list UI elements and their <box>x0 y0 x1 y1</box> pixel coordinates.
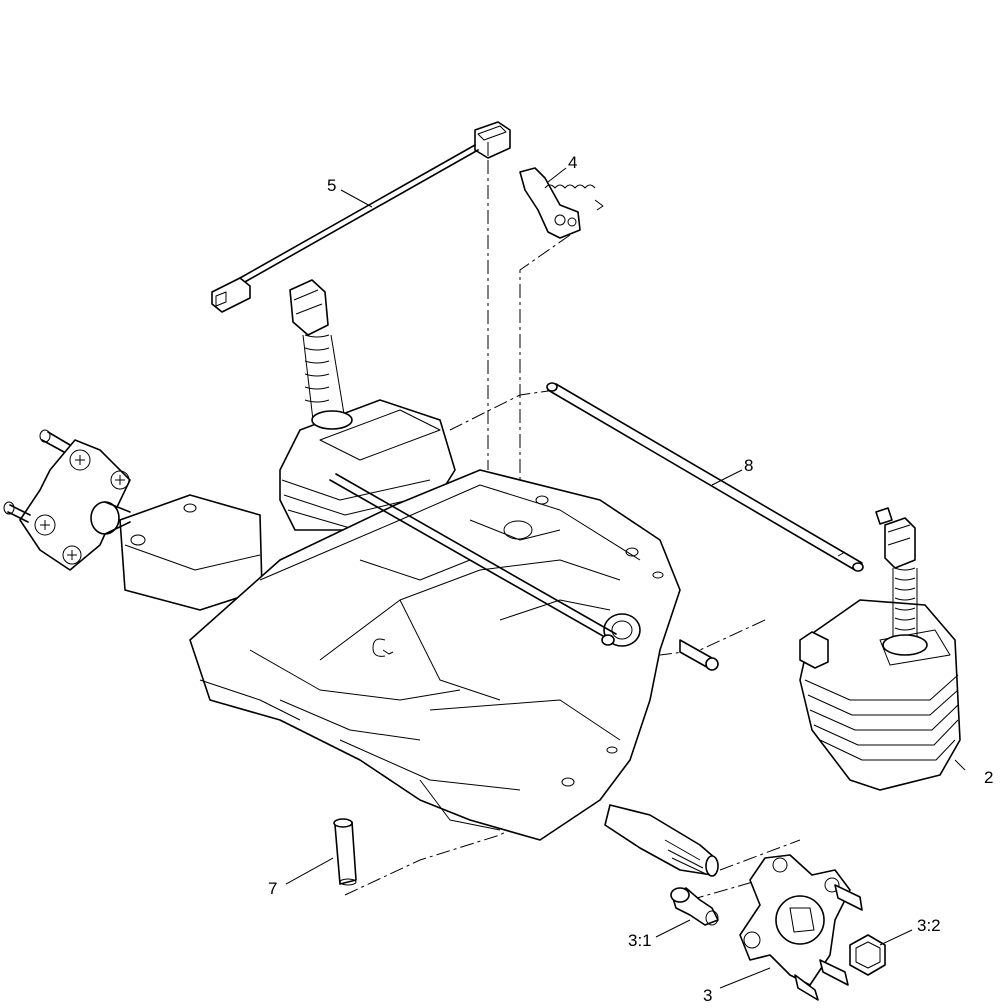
transaxle-housing <box>119 469 681 841</box>
callout-5: 5 <box>327 176 336 195</box>
right-axle-stub <box>604 804 719 877</box>
bolt-part-3-1 <box>670 887 719 926</box>
callout-4: 4 <box>568 153 577 172</box>
pin-part-7 <box>333 818 357 886</box>
callout-labels: 5 4 8 2 7 3:1 3 3:2 <box>268 153 993 1005</box>
lever-spring-part-4 <box>519 167 604 239</box>
wire-harness-part-5 <box>211 121 511 313</box>
side-pin <box>679 639 719 671</box>
shaft-part-8 <box>546 382 864 572</box>
callout-3-2: 3:2 <box>917 916 941 935</box>
callout-2: 2 <box>984 768 993 787</box>
wheel-hub-part-3 <box>739 854 863 1001</box>
callout-7: 7 <box>268 879 277 898</box>
callout-3: 3 <box>703 986 712 1005</box>
left-wheel-hub <box>3 429 131 571</box>
leader-lines <box>285 167 966 989</box>
callout-3-1: 3:1 <box>628 931 652 950</box>
internal-shaft <box>329 473 617 646</box>
right-motor-part-2 <box>799 507 961 791</box>
callout-8: 8 <box>744 456 753 475</box>
nut-part-3-2 <box>849 934 886 976</box>
